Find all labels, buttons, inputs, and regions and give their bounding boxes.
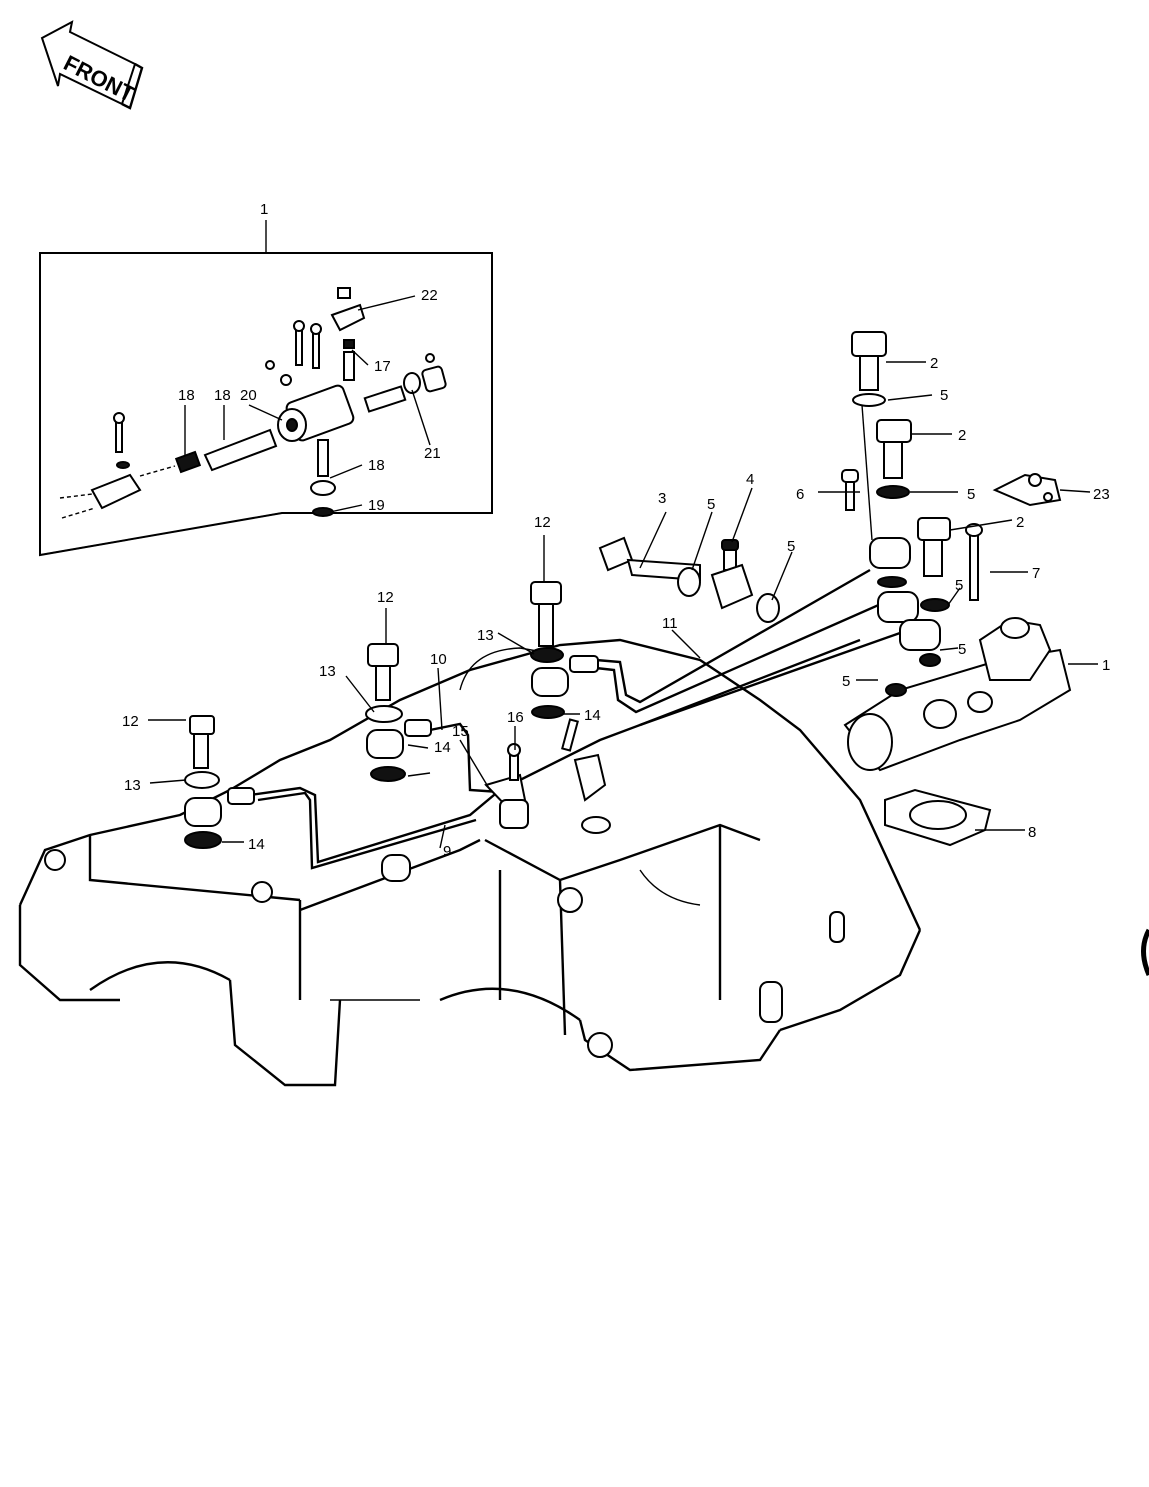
callout-12-left: 12: [122, 713, 139, 730]
callout-5-a: 5: [707, 496, 715, 513]
callout-5-mid: 5: [967, 486, 975, 503]
callout-5-e: 5: [842, 673, 850, 690]
callout-8: 8: [1028, 824, 1036, 841]
callout-1-inset: 1: [260, 201, 268, 218]
line-clamp: [484, 743, 529, 829]
callout-12-mid: 12: [377, 589, 394, 606]
callout-16: 16: [507, 709, 524, 726]
callout-4: 4: [746, 471, 754, 488]
callout-21: 21: [424, 445, 441, 462]
callout-13-mid: 13: [319, 663, 336, 680]
oil-lines: [249, 568, 901, 870]
callout-20: 20: [240, 387, 257, 404]
callout-6: 6: [796, 486, 804, 503]
callout-5-top: 5: [940, 387, 948, 404]
bolt-3-banjo-4: [598, 469, 983, 623]
callout-14-left: 14: [248, 836, 265, 853]
callout-17: 17: [374, 358, 391, 375]
callout-7: 7: [1032, 565, 1040, 582]
callout-5-c: 5: [955, 577, 963, 594]
oil-pump-inset: [39, 220, 493, 557]
callout-12-right: 12: [534, 514, 551, 531]
callout-5-d: 5: [958, 641, 966, 658]
left-banjo-fitting: [184, 715, 255, 849]
callout-2-top: 2: [930, 355, 938, 372]
callout-23: 23: [1093, 486, 1110, 503]
callout-2-low: 2: [1016, 514, 1024, 531]
callout-18-mid: 18: [214, 387, 231, 404]
callout-15: 15: [452, 723, 469, 740]
page-edge-mark: [1141, 928, 1149, 977]
oil-pump: [843, 617, 1072, 772]
callout-11: 11: [662, 615, 678, 632]
callout-18-left: 18: [178, 387, 195, 404]
middle-banjo-fitting: [365, 643, 432, 782]
callout-13-left: 13: [124, 777, 141, 794]
pump-gasket: [884, 788, 992, 847]
callout-5-b: 5: [787, 538, 795, 555]
callout-19: 19: [368, 497, 385, 514]
callout-1-pump: 1: [1102, 657, 1110, 674]
bracket: [992, 473, 1062, 507]
callout-3: 3: [658, 490, 666, 507]
callout-22: 22: [421, 287, 438, 304]
callout-14-mid: 14: [434, 739, 451, 756]
right-banjo-fitting: [530, 581, 599, 719]
upper-banjo-bolts: [851, 331, 951, 651]
crankcase-outline: [18, 638, 922, 1087]
callout-14-right: 14: [584, 707, 601, 724]
callout-10: 10: [430, 651, 447, 668]
callout-13-right: 13: [477, 627, 494, 644]
callout-9: 9: [443, 843, 451, 860]
callout-2-mid: 2: [958, 427, 966, 444]
cable-guide: [561, 718, 611, 834]
leader-lines: [148, 361, 1098, 849]
callout-18-low: 18: [368, 457, 385, 474]
front-direction-arrow: FRONT: [40, 20, 144, 110]
